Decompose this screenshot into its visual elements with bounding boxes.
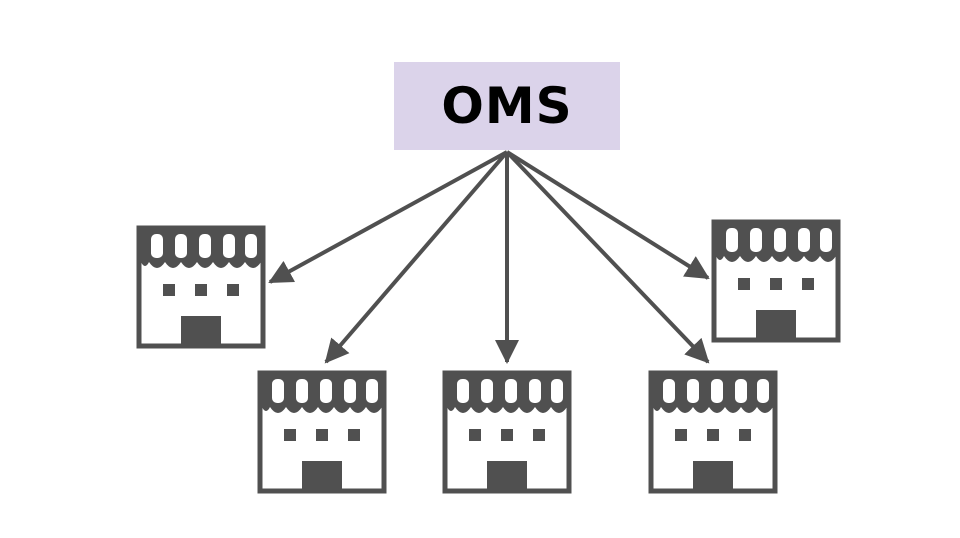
arrow-to-store-right (505, 150, 710, 280)
arrows (268, 150, 710, 364)
storefront-icon (139, 228, 263, 346)
storefront-icon (260, 373, 384, 491)
storefront-icon (714, 222, 838, 340)
storefront-icon (651, 373, 775, 491)
oms-node: OMS (394, 62, 620, 150)
arrow-to-store-bottom-left (324, 150, 509, 364)
arrow-to-store-left (268, 150, 508, 284)
storefront-icon (445, 373, 569, 491)
oms-label: OMS (441, 77, 573, 135)
arrow-to-store-bottom-right (505, 150, 710, 364)
